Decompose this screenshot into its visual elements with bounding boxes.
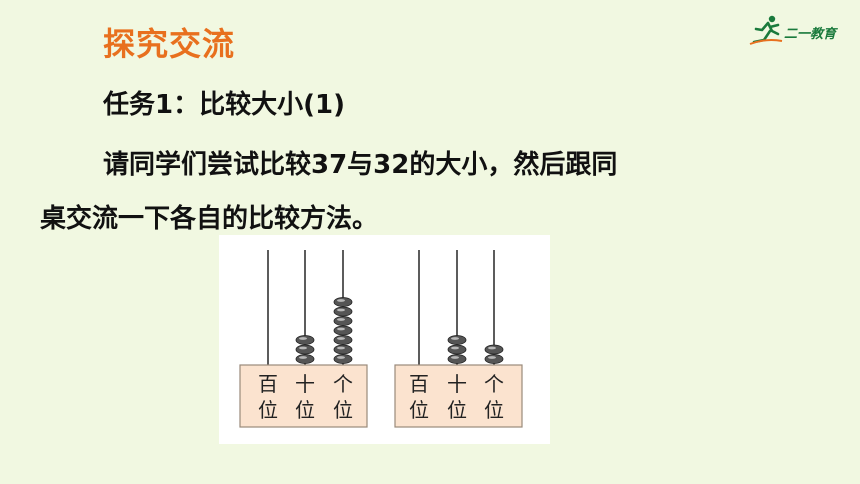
- place-label-top: 百: [409, 372, 429, 396]
- abacus-bead-highlight: [299, 346, 307, 350]
- instruction-line-2: 桌交流一下各自的比较方法。: [40, 204, 379, 234]
- place-label-bottom: 位: [484, 398, 504, 422]
- abacus-bead: [295, 344, 315, 355]
- abacus-bead: [295, 335, 315, 345]
- abacus-bead: [333, 306, 353, 317]
- abacus-bead: [447, 344, 467, 355]
- abacus-bead-highlight: [337, 337, 345, 340]
- abacus-bead-highlight: [337, 308, 345, 312]
- task-title: 任务1：比较大小(1): [103, 90, 345, 120]
- abacus-bead: [447, 335, 467, 345]
- place-label-top: 十: [447, 372, 467, 396]
- abacus-bead-highlight: [488, 356, 496, 359]
- place-label-bottom: 位: [409, 398, 429, 422]
- abacus-bead-highlight: [337, 327, 345, 331]
- abacus-bead-highlight: [337, 346, 345, 350]
- abacus-bead-highlight: [337, 356, 345, 359]
- place-label-bottom: 位: [258, 398, 278, 422]
- abacus-bead: [333, 297, 353, 307]
- abacus-bead: [333, 316, 353, 326]
- abacus-bead: [484, 344, 504, 355]
- logo-text: 二一教育: [784, 27, 837, 42]
- abacus-bead-highlight: [299, 337, 307, 340]
- place-label-top: 个: [484, 372, 504, 396]
- abacus-bead-highlight: [299, 356, 307, 359]
- abacus-base: [394, 364, 523, 428]
- abacus-bead-highlight: [488, 346, 496, 350]
- place-label-top: 十: [295, 372, 315, 396]
- abacus-bead: [484, 354, 504, 364]
- place-label-top: 个: [333, 372, 353, 396]
- abacus-illustration: 百位十位个位百位十位个位: [219, 235, 550, 444]
- running-person-icon: [749, 15, 783, 45]
- abacus-bead-highlight: [337, 299, 345, 302]
- abacus-bead: [333, 335, 353, 345]
- place-label-bottom: 位: [447, 398, 467, 422]
- abacus-bead: [447, 354, 467, 364]
- abacus-bead: [333, 354, 353, 364]
- abacus-bead-highlight: [451, 337, 459, 340]
- section-heading: 探究交流: [103, 25, 236, 63]
- instruction-line-1: 请同学们尝试比较37与32的大小，然后跟同: [103, 150, 618, 180]
- place-label-bottom: 位: [333, 398, 353, 422]
- abacus-bead: [295, 354, 315, 364]
- abacus-bead: [333, 344, 353, 355]
- abacus-bead-highlight: [337, 318, 345, 321]
- abacus-bead-highlight: [451, 346, 459, 350]
- abacus-bead-highlight: [451, 356, 459, 359]
- abacus-bead: [333, 325, 353, 336]
- place-label-top: 百: [258, 372, 278, 396]
- abacus-base: [239, 364, 368, 428]
- place-label-bottom: 位: [295, 398, 315, 422]
